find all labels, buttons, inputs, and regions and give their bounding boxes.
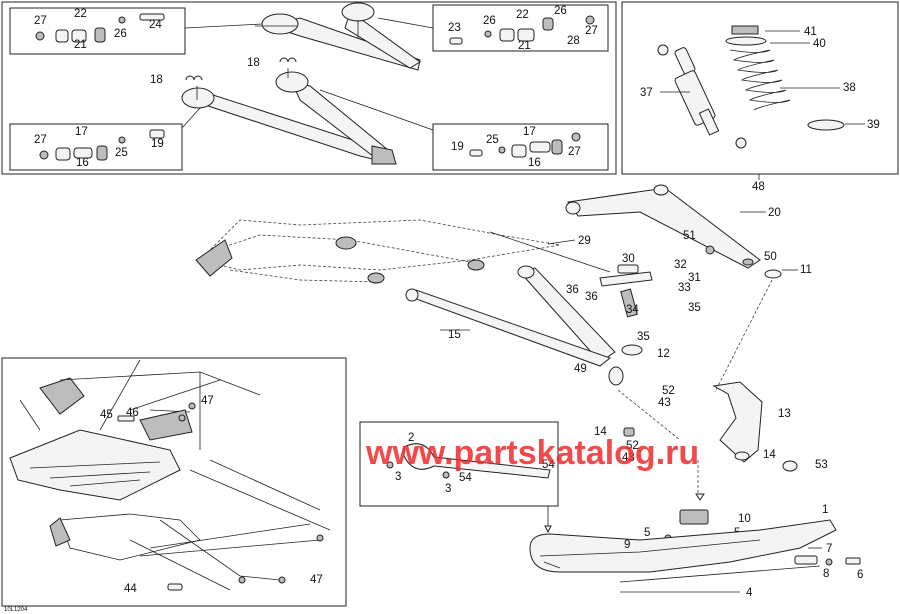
callout: 14	[594, 426, 607, 438]
callout: 35	[688, 302, 701, 314]
drawing-code: 10L1204	[4, 607, 28, 613]
callout: 36	[566, 284, 579, 296]
callout: 49	[574, 363, 587, 375]
shock-mount-clamp	[599, 264, 653, 318]
small-clip-18b: 18	[247, 57, 297, 78]
chassis-detail-panel	[1, 357, 347, 607]
callout: 22	[74, 8, 87, 20]
callout: 32	[674, 259, 687, 271]
callout: 48	[752, 181, 765, 193]
callout: 27	[568, 146, 581, 158]
callout: 9	[624, 539, 630, 551]
shock-panel	[621, 1, 899, 175]
callout: 6	[857, 569, 863, 581]
callout: 54	[542, 459, 555, 471]
callout: 27	[34, 134, 47, 146]
lower-a-arm	[181, 71, 397, 165]
callout: 17	[523, 126, 536, 138]
callout: 3	[445, 483, 451, 495]
callout: 1	[822, 504, 828, 516]
callout: 28	[567, 35, 580, 47]
callout: 26	[554, 5, 567, 17]
callout: 23	[448, 22, 461, 34]
callout: 52	[626, 440, 639, 452]
bushing-kit-box-3: 27 17 25 19 16	[9, 123, 183, 171]
callout: 16	[76, 157, 89, 169]
bushing-kit-box-2: 23 26 22 26 27 21 28	[432, 4, 609, 52]
callout: 36	[585, 291, 598, 303]
callout: 26	[483, 15, 496, 27]
callout: 14	[763, 449, 776, 461]
callout: 24	[149, 19, 162, 31]
spindle	[712, 381, 763, 463]
callout: 5	[644, 527, 650, 539]
callout: 52	[662, 385, 675, 397]
callout: 37	[640, 87, 653, 99]
callout: 26	[114, 28, 127, 40]
callout: 45	[100, 409, 113, 421]
frame-dashed	[195, 219, 561, 284]
callout: 53	[815, 459, 828, 471]
callout: 18	[247, 57, 260, 69]
callout: 46	[126, 407, 139, 419]
callout: 40	[813, 38, 826, 50]
callout: 47	[310, 574, 323, 586]
callout: 2	[408, 432, 414, 444]
shock-absorber	[657, 44, 747, 149]
shock-spring	[725, 25, 845, 131]
upper-a-arm	[255, 2, 421, 71]
callout: 29	[578, 235, 591, 247]
callout: 35	[637, 331, 650, 343]
callout: 25	[115, 147, 128, 159]
callout: 34	[626, 304, 639, 316]
callout: 19	[151, 138, 164, 150]
callout: 54	[459, 472, 472, 484]
callout: 27	[34, 15, 47, 27]
ski-assembly: 10 5 5 9 1 7 8 6 4	[529, 504, 863, 599]
callout: 10	[738, 513, 751, 525]
callout: 12	[657, 348, 670, 360]
callout: 7	[826, 543, 832, 555]
callout: 11	[800, 264, 812, 276]
callout: 30	[622, 253, 635, 265]
callout: 3	[395, 471, 401, 483]
callout: 16	[528, 157, 541, 169]
front-chassis	[9, 359, 331, 591]
callout: 19	[451, 141, 464, 153]
callout: 31	[688, 272, 701, 284]
callout: 38	[843, 82, 856, 94]
small-clip-18a: 18	[150, 74, 203, 100]
bushing-kit-box-1: 27 22 24 21 26	[9, 7, 186, 55]
callout: 41	[804, 26, 817, 38]
upper-a-arm-main: 20	[565, 184, 781, 269]
spring-detail-inset: 2 54 54 3 3	[359, 421, 559, 507]
callout: 21	[74, 39, 87, 51]
callout: 13	[778, 408, 791, 420]
callout: 33	[678, 282, 691, 294]
callout: 51	[683, 230, 696, 242]
callout: 4	[746, 587, 753, 599]
callout: 39	[867, 119, 880, 131]
callout: 27	[585, 25, 598, 37]
callout: 8	[823, 568, 829, 580]
callout: 43	[658, 397, 671, 409]
callout: 22	[516, 9, 529, 21]
callout: 47	[201, 395, 214, 407]
callout: 18	[150, 74, 163, 86]
callout: 20	[768, 207, 781, 219]
callout: 44	[124, 583, 137, 595]
bushing-kit-box-4: 19 25 17 27 16	[432, 123, 609, 171]
callout: 43	[622, 452, 635, 464]
callout: 17	[75, 126, 88, 138]
callout: 21	[518, 40, 531, 52]
callout: 25	[486, 134, 499, 146]
watermark: www.partskatalog.ru	[365, 434, 699, 472]
radius-rod: 15	[405, 288, 612, 367]
upper-arm-panel	[1, 1, 617, 175]
callout: 50	[764, 251, 777, 263]
callout: 15	[448, 329, 461, 341]
trailing-arm	[517, 265, 616, 363]
